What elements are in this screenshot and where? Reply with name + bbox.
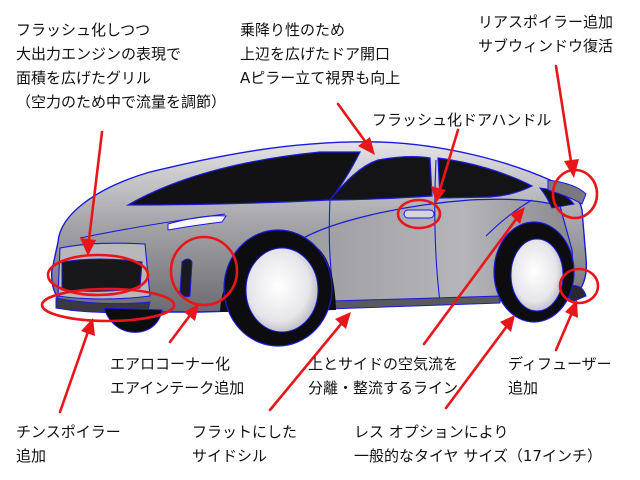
- door-handle: [404, 210, 434, 218]
- grille: [62, 259, 142, 291]
- aero-corner-annotation: エアロコーナー化 エアインテーク追加: [110, 352, 244, 400]
- airflow-line-annotation: 上とサイドの空気流を 分離・整流するライン: [308, 352, 458, 400]
- door-opening-annotation: 乗降り性のため 上辺を広げたドア開口 Aピラー立て視界も向上: [240, 18, 400, 90]
- tire-size-annotation: レス オプションにより 一般的なタイヤ サイズ（17インチ）: [354, 420, 602, 468]
- rear-spoiler-arrow: [556, 66, 572, 168]
- chin-spoiler-arrow: [60, 326, 90, 412]
- chin-spoiler-annotation: チンスポイラー 追加: [16, 420, 121, 468]
- rear-spoiler-annotation: リアスポイラー追加 サブウィンドウ復活: [478, 10, 613, 58]
- grille-annotation: フラッシュ化しつつ 大出力エンジンの表現で 面積を広げたグリル （空力のため中で…: [16, 18, 226, 114]
- door-handle-annotation: フラッシュ化ドアハンドル: [372, 108, 551, 132]
- rear-wheel: [494, 222, 574, 322]
- side-sill-annotation: フラットにした サイドシル: [192, 420, 297, 468]
- car-illustration: [52, 142, 587, 346]
- air-intake: [180, 259, 192, 297]
- diffuser-annotation: ディフューザー 追加: [508, 352, 612, 400]
